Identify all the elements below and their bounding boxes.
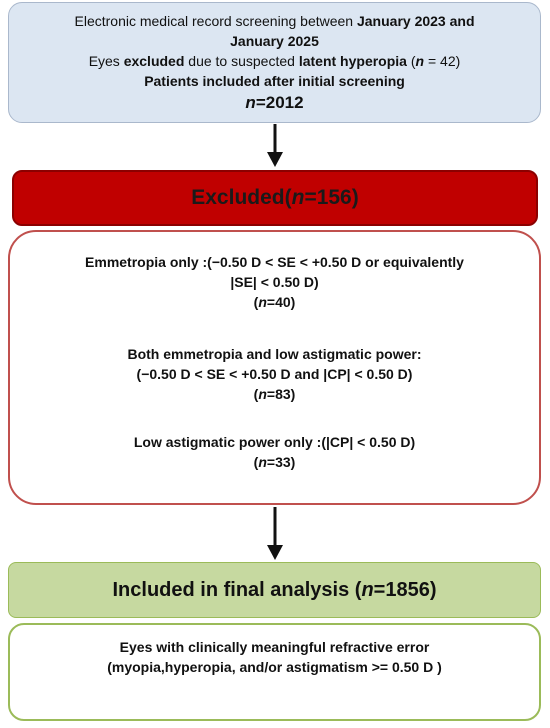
screening-box: Electronic medical record screening betw… [8,2,541,123]
refractive-error-box: Eyes with clinically meaningful refracti… [8,623,541,721]
flow-arrow-down-icon [267,507,283,560]
exclusion-group-both: Both emmetropia and low astigmatic power… [127,346,422,402]
exclusion-group-astigmatic: Low astigmatic power only :(|CP| < 0.50 … [133,434,416,470]
exclusion-details-box: Emmetropia only :(−0.50 D < SE < +0.50 D… [8,230,541,505]
refractive-error-line-1: Eyes with clinically meaningful refracti… [119,639,430,655]
flow-arrow-down-icon [267,124,283,167]
screening-line-3: Eyes excluded due to suspected latent hy… [88,53,461,69]
screening-line-4: Patients included after initial screenin… [144,73,405,89]
screening-count: n=2012 [245,93,304,112]
screening-line-1: Electronic medical record screening betw… [74,13,475,29]
refractive-error-line-2: (myopia,hyperopia, and/or astigmatism >=… [107,659,442,675]
included-banner: Included in final analysis (n=1856) [8,562,541,618]
screening-line-2: January 2025 [230,33,319,49]
exclusion-group-emmetropia: Emmetropia only :(−0.50 D < SE < +0.50 D… [85,254,464,310]
excluded-banner: Excluded(n=156) [12,170,538,226]
